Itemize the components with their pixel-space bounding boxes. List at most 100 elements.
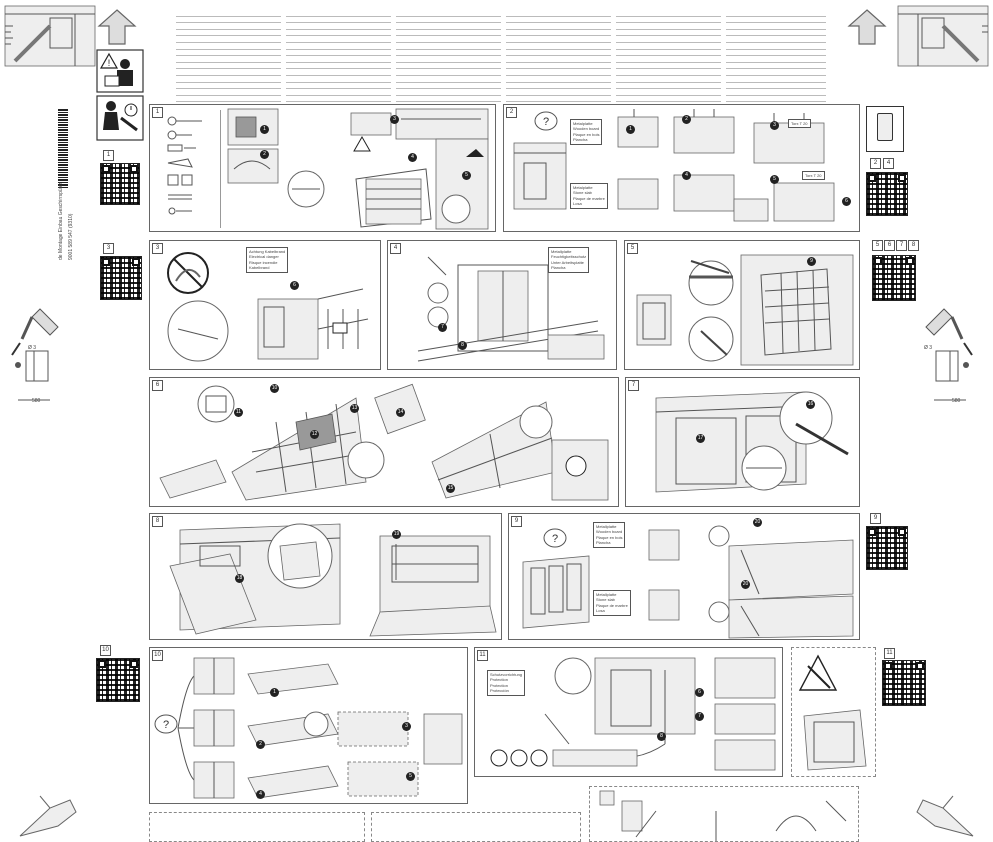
step-number: 9 <box>511 516 522 527</box>
door-fitting-sketch <box>169 523 497 637</box>
svg-text:?: ? <box>163 719 169 731</box>
steam-protection-sketch <box>417 256 605 362</box>
step-number: 3 <box>152 243 163 254</box>
built-in-preview-panel <box>791 647 876 777</box>
qr-label: 9 <box>870 513 881 524</box>
step-marker: 8 <box>458 341 467 350</box>
qr-label: 3 <box>103 243 114 254</box>
torx-label: Torx T 20 <box>788 119 811 129</box>
document-title-vertical: de Montage Einbau Geschirrspüler <box>58 182 64 260</box>
step-marker: 5 <box>462 171 471 180</box>
drill-icon-bottom-right <box>916 795 974 837</box>
qr-label: 11 <box>884 648 895 659</box>
step-marker: 16 <box>806 400 815 409</box>
step-number: 8 <box>152 516 163 527</box>
phone-scan-icon <box>866 106 904 152</box>
bottom-panel-middle <box>371 812 581 842</box>
qr-code[interactable] <box>96 658 140 702</box>
bottom-panel-left <box>149 812 365 842</box>
protective-strip-sketch <box>636 254 854 366</box>
qr-label: 6 <box>884 240 895 251</box>
dishwasher-built-in-sketch <box>803 709 867 771</box>
step-marker: 18 <box>235 574 244 583</box>
step-number: 4 <box>390 243 401 254</box>
step-panel-5: 5 9 <box>624 240 860 370</box>
step-marker: 4 <box>408 153 417 162</box>
step-marker: 6 <box>290 281 299 290</box>
step-marker: 2 <box>682 115 691 124</box>
step-marker: 5 <box>406 772 415 781</box>
step-marker: 17 <box>696 434 705 443</box>
qr-label: 8 <box>908 240 919 251</box>
torx-label: Torx T 20 <box>802 171 825 181</box>
cable-routing-sketch <box>167 288 369 362</box>
up-arrow-icon-right <box>847 9 887 45</box>
drill-depth-label: 580 <box>32 398 41 404</box>
screw-fixing-sketch <box>522 525 854 639</box>
step-panel-1: 1 1 2 3 4 5 <box>149 104 496 232</box>
drill-icon-right <box>925 308 973 401</box>
language-text-table <box>176 10 826 102</box>
qr-code[interactable] <box>882 660 926 706</box>
step-marker: 1 <box>260 125 269 134</box>
step-marker: 3 <box>402 722 411 731</box>
step-marker: 15 <box>446 484 455 493</box>
parts-list-sketch <box>167 116 202 215</box>
step-number: 7 <box>628 380 639 391</box>
installation-detail-sketch <box>227 108 489 230</box>
step-marker: 20 <box>741 580 750 589</box>
tools-sketch <box>599 790 847 841</box>
qr-label: 5 <box>872 240 883 251</box>
step-marker: 1 <box>270 688 279 697</box>
bracket-mounting-sketch <box>617 109 835 222</box>
svg-text:?: ? <box>543 116 549 128</box>
drill-depth-label-right: 580 <box>952 398 961 404</box>
step-marker: 7 <box>438 323 447 332</box>
qr-code[interactable] <box>100 163 140 205</box>
qr-code[interactable] <box>872 255 916 301</box>
hinge-options-sketch <box>177 657 463 799</box>
step-number: 11 <box>477 650 488 661</box>
step-marker: 5 <box>770 175 779 184</box>
qr-code[interactable] <box>866 526 908 570</box>
question-bubble-icon: ? <box>534 111 558 131</box>
question-bubble-icon: ? <box>154 714 178 734</box>
step-number: 2 <box>506 107 517 118</box>
question-bubble-icon: ? <box>543 528 567 548</box>
step-marker: 2 <box>256 740 265 749</box>
qr-label: 7 <box>896 240 907 251</box>
dishwasher-sketch <box>513 142 567 210</box>
drill-icon <box>11 308 59 401</box>
step-number: 5 <box>627 243 638 254</box>
drill-diameter-label-right: Ø 3 <box>924 345 933 351</box>
two-person-installer-icon <box>96 95 144 141</box>
step-marker: 9 <box>807 257 816 266</box>
up-arrow-icon <box>97 9 137 45</box>
step-number: 1 <box>152 107 163 118</box>
step-marker: 7 <box>695 712 704 721</box>
step-marker: 19 <box>392 530 401 539</box>
no-entry-warning-icon <box>798 654 838 691</box>
step-marker: 12 <box>310 430 319 439</box>
drill-icon-bottom-left <box>19 795 77 837</box>
step-number: 10 <box>152 650 163 661</box>
bottom-panel-right <box>589 786 859 842</box>
qr-label: 4 <box>883 158 894 169</box>
drill-diameter-label: Ø 3 <box>28 345 37 351</box>
step-marker: 20 <box>753 518 762 527</box>
no-cable-kink-icon <box>167 252 209 294</box>
qr-code[interactable] <box>100 256 142 300</box>
step-marker: 6 <box>695 688 704 697</box>
step-marker: 4 <box>682 171 691 180</box>
top-right-dishwasher-sketch <box>897 5 989 67</box>
qr-code[interactable] <box>866 172 908 216</box>
step-marker: 8 <box>657 732 666 741</box>
